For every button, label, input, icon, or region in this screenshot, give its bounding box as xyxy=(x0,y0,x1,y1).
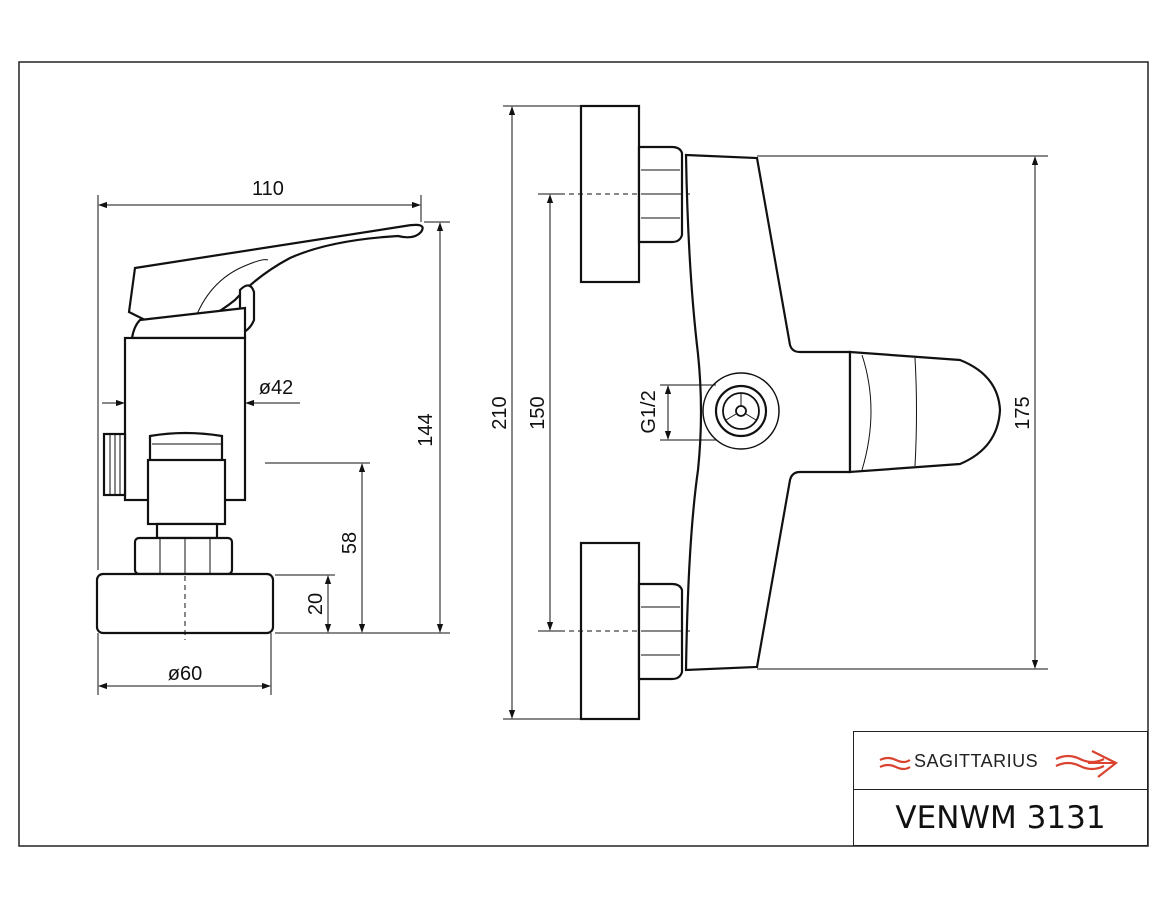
dim-thread-label: G1/2 xyxy=(638,390,660,433)
dim-flange-height-label: 20 xyxy=(305,593,327,615)
brand-name: SAGITTARIUS xyxy=(914,751,1039,771)
dim-outlet-height-label: 58 xyxy=(339,532,361,554)
hex-nut xyxy=(133,536,234,576)
front-lever xyxy=(848,350,1002,474)
brand-logo: SAGITTARIUS xyxy=(854,732,1147,790)
dim-height-label: 144 xyxy=(415,413,437,446)
front-view: 210 150 G1/2 175 xyxy=(489,104,1048,721)
dim-body-diameter-label: ø42 xyxy=(259,377,293,399)
title-block: SAGITTARIUS VENWM 3131 xyxy=(853,731,1148,846)
dim-center-distance-label: 150 xyxy=(527,396,549,429)
dim-width-label: 110 xyxy=(252,178,284,200)
brand-arrow-icon xyxy=(1055,750,1119,778)
model-code: VENWM 3131 xyxy=(895,800,1106,836)
side-view: 110 144 ø42 58 20 ø60 xyxy=(95,178,450,695)
dim-flange-diameter-label: ø60 xyxy=(168,663,202,685)
brand-waves-icon xyxy=(879,756,911,771)
drawing-frame xyxy=(18,61,1149,847)
dim-total-height-label: 210 xyxy=(489,396,511,429)
dim-body-height-label: 175 xyxy=(1012,396,1034,429)
